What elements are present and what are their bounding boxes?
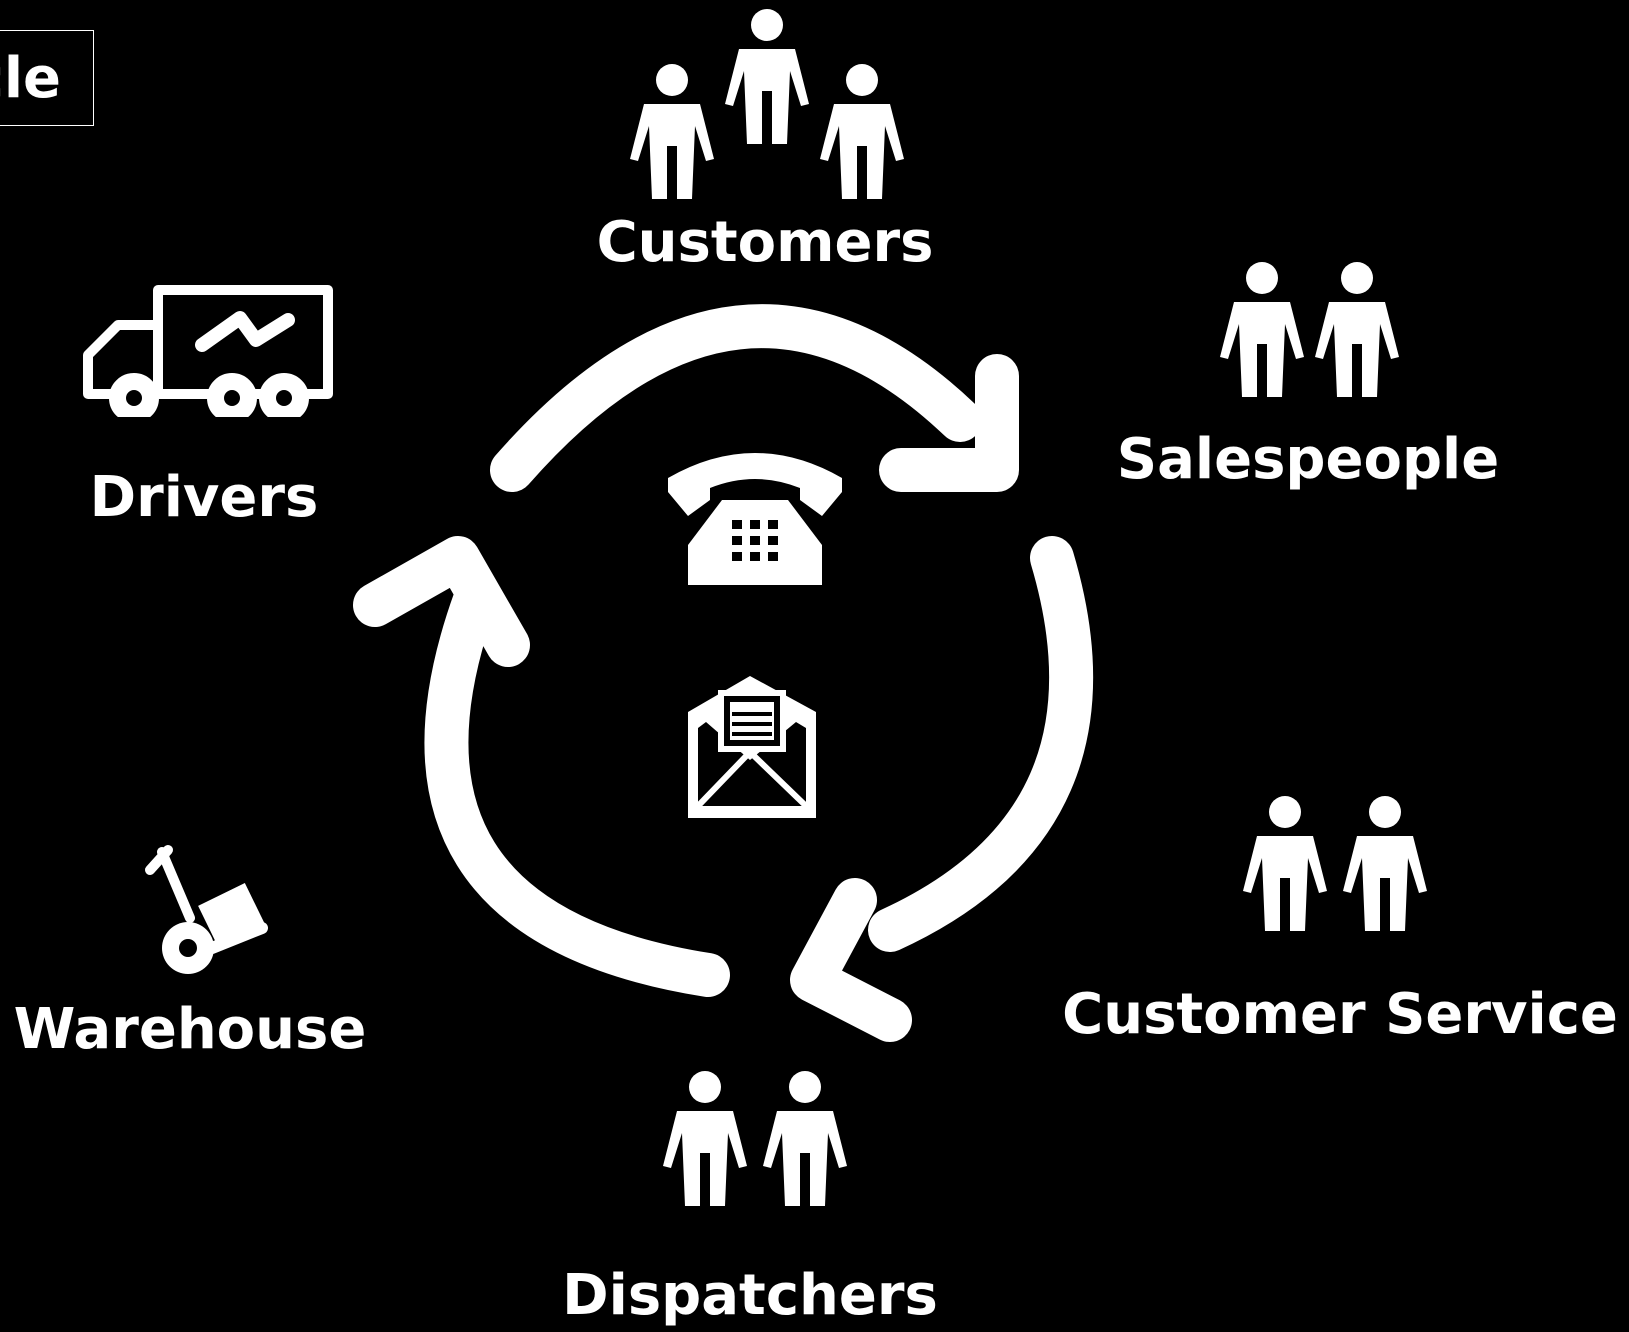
envelope-icon bbox=[688, 676, 816, 818]
cycle-arrow-right bbox=[868, 536, 1094, 952]
node-label-customer-service: Customer Service bbox=[1062, 982, 1618, 1047]
cycle-arrow-top-head bbox=[879, 354, 1019, 492]
cycle-arrow-left-head bbox=[353, 536, 530, 667]
cycle-arrow-right-head bbox=[790, 878, 912, 1042]
cycle-arrows bbox=[353, 304, 1094, 1042]
telephone-icon bbox=[668, 453, 842, 585]
hand-truck-icon bbox=[145, 845, 268, 974]
node-label-drivers: Drivers bbox=[89, 465, 319, 530]
node-label-salespeople: Salespeople bbox=[1116, 427, 1500, 492]
node-label-warehouse: Warehouse bbox=[13, 997, 367, 1062]
customer-service-people-icon bbox=[1243, 796, 1427, 931]
cycle-arrow-top bbox=[490, 304, 982, 492]
node-label-customers: Customers bbox=[596, 210, 934, 275]
title-box: cle bbox=[0, 30, 94, 126]
title-text: cle bbox=[0, 46, 61, 111]
node-label-dispatchers: Dispatchers bbox=[562, 1263, 938, 1328]
salespeople-people-icon bbox=[1220, 262, 1399, 397]
people-group-icon bbox=[630, 9, 904, 199]
dispatchers-people-icon bbox=[663, 1071, 847, 1206]
cycle-arrow-left bbox=[424, 578, 730, 997]
delivery-truck-icon bbox=[60, 285, 360, 439]
